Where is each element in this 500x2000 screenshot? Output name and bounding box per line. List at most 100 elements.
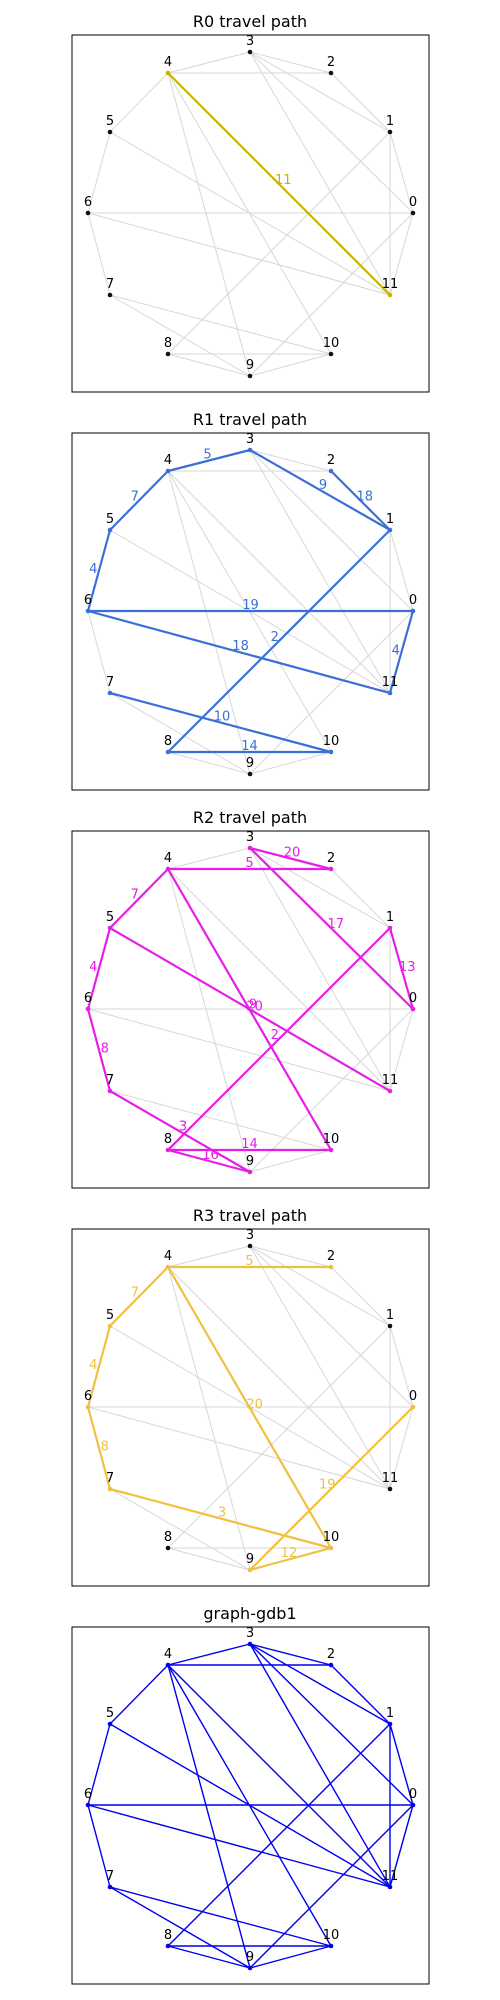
node-dot-1	[387, 527, 393, 533]
edge-weight-label: 19	[319, 1477, 336, 1492]
graph-edge-1-8	[167, 1723, 391, 1947]
node-label-1: 1	[386, 910, 394, 925]
node-label-5: 5	[106, 1706, 114, 1721]
edge-weight-label: 10	[214, 710, 231, 725]
node-label-11: 11	[382, 1073, 399, 1088]
node-label-7: 7	[106, 675, 114, 690]
node-dot-6	[85, 1404, 91, 1410]
background-edge-3-11	[249, 449, 391, 694]
background-edge-2-1	[330, 1266, 391, 1327]
path-edge-8-9	[167, 1148, 251, 1174]
node-label-2: 2	[327, 1249, 335, 1264]
edge-weight-label: 20	[246, 1397, 263, 1412]
background-edge-3-11	[249, 847, 391, 1092]
node-dot-8	[165, 1943, 171, 1949]
background-edge-3-2	[249, 51, 332, 74]
background-edge-0-11	[389, 1008, 414, 1092]
graph-edge-6-11	[87, 1804, 391, 1888]
edge-weight-label: 18	[356, 489, 373, 504]
node-dot-6	[85, 1802, 91, 1808]
background-edge-1-8	[167, 131, 391, 355]
path-edge-4-5	[109, 1266, 169, 1327]
node-label-4: 4	[164, 851, 172, 866]
node-dot-10	[328, 1147, 334, 1153]
background-edge-6-11	[87, 1008, 391, 1092]
edge-weight-label: 9	[319, 478, 327, 493]
background-edge-7-9	[109, 692, 251, 775]
node-label-1: 1	[386, 114, 394, 129]
node-label-0: 0	[409, 1787, 417, 1802]
node-dot-2	[328, 468, 334, 474]
node-label-2: 2	[327, 851, 335, 866]
node-dot-3	[247, 1243, 253, 1249]
node-label-2: 2	[327, 453, 335, 468]
node-label-3: 3	[246, 34, 254, 49]
node-dot-9	[247, 1567, 253, 1573]
node-label-6: 6	[84, 1389, 92, 1404]
node-label-5: 5	[106, 1308, 114, 1323]
background-edge-4-9	[167, 868, 251, 1173]
node-label-11: 11	[382, 1869, 399, 1884]
panel-frame	[71, 830, 430, 1189]
background-edge-4-11	[167, 470, 391, 694]
path-edge-4-5	[109, 868, 169, 929]
node-dot-2	[328, 866, 334, 872]
node-dot-5	[107, 129, 113, 135]
background-edge-5-6	[87, 131, 111, 214]
background-edge-3-1	[249, 1245, 391, 1327]
path-edge-6-7	[86, 1406, 112, 1490]
path-edge-4-10	[167, 1266, 332, 1549]
path-edge-1-0	[388, 927, 415, 1010]
node-dot-6	[85, 1006, 91, 1012]
path-edge-4-3	[167, 448, 251, 473]
edge-weight-label: 9	[249, 997, 257, 1012]
node-dot-9	[247, 1169, 253, 1175]
node-dot-10	[328, 1545, 334, 1551]
background-edge-3-0	[249, 449, 414, 612]
panel-title: R0 travel path	[193, 12, 307, 31]
background-edge-2-1	[330, 72, 391, 133]
node-dot-1	[387, 1323, 393, 1329]
panel-title: R1 travel path	[193, 410, 307, 429]
node-label-4: 4	[164, 1647, 172, 1662]
node-label-11: 11	[382, 277, 399, 292]
background-edge-3-2	[249, 449, 332, 472]
node-label-6: 6	[84, 195, 92, 210]
path-edge-0-9	[249, 1406, 414, 1571]
node-dot-10	[328, 351, 334, 357]
node-dot-5	[107, 527, 113, 533]
node-label-0: 0	[409, 195, 417, 210]
edge-weight-label: 4	[89, 1358, 97, 1373]
background-edge-9-10	[249, 1149, 332, 1173]
graph-edge-4-3	[167, 1643, 251, 1666]
node-label-3: 3	[246, 1626, 254, 1641]
node-dot-3	[247, 447, 253, 453]
node-label-9: 9	[246, 1950, 254, 1965]
node-label-5: 5	[106, 910, 114, 925]
path-edge-9-10	[249, 1546, 332, 1572]
path-edge-5-6	[86, 529, 112, 612]
graph-edge-1-0	[389, 1723, 414, 1806]
graph-panel-2: R2 travel path52017137482092316140123456…	[71, 808, 430, 1189]
node-dot-3	[247, 845, 253, 851]
path-edge-5-11	[109, 927, 391, 1092]
node-label-8: 8	[164, 1132, 172, 1147]
edge-weight-label: 11	[275, 173, 292, 188]
node-dot-3	[247, 49, 253, 55]
background-edge-7-10	[109, 1090, 332, 1151]
graph-edge-0-11	[389, 1804, 414, 1888]
node-dot-4	[165, 1662, 171, 1668]
graph-edge-0-9	[249, 1804, 414, 1969]
background-edge-4-9	[167, 1266, 251, 1571]
node-dot-2	[328, 1264, 334, 1270]
node-label-10: 10	[323, 1530, 340, 1545]
background-edge-4-9	[167, 72, 251, 377]
node-label-3: 3	[246, 1228, 254, 1243]
graph-edge-3-2	[249, 1643, 332, 1666]
edge-weight-label: 7	[131, 489, 139, 504]
edge-weight-label: 2	[271, 1028, 279, 1043]
panel-frame	[71, 1228, 430, 1587]
node-dot-3	[247, 1641, 253, 1647]
node-label-8: 8	[164, 336, 172, 351]
